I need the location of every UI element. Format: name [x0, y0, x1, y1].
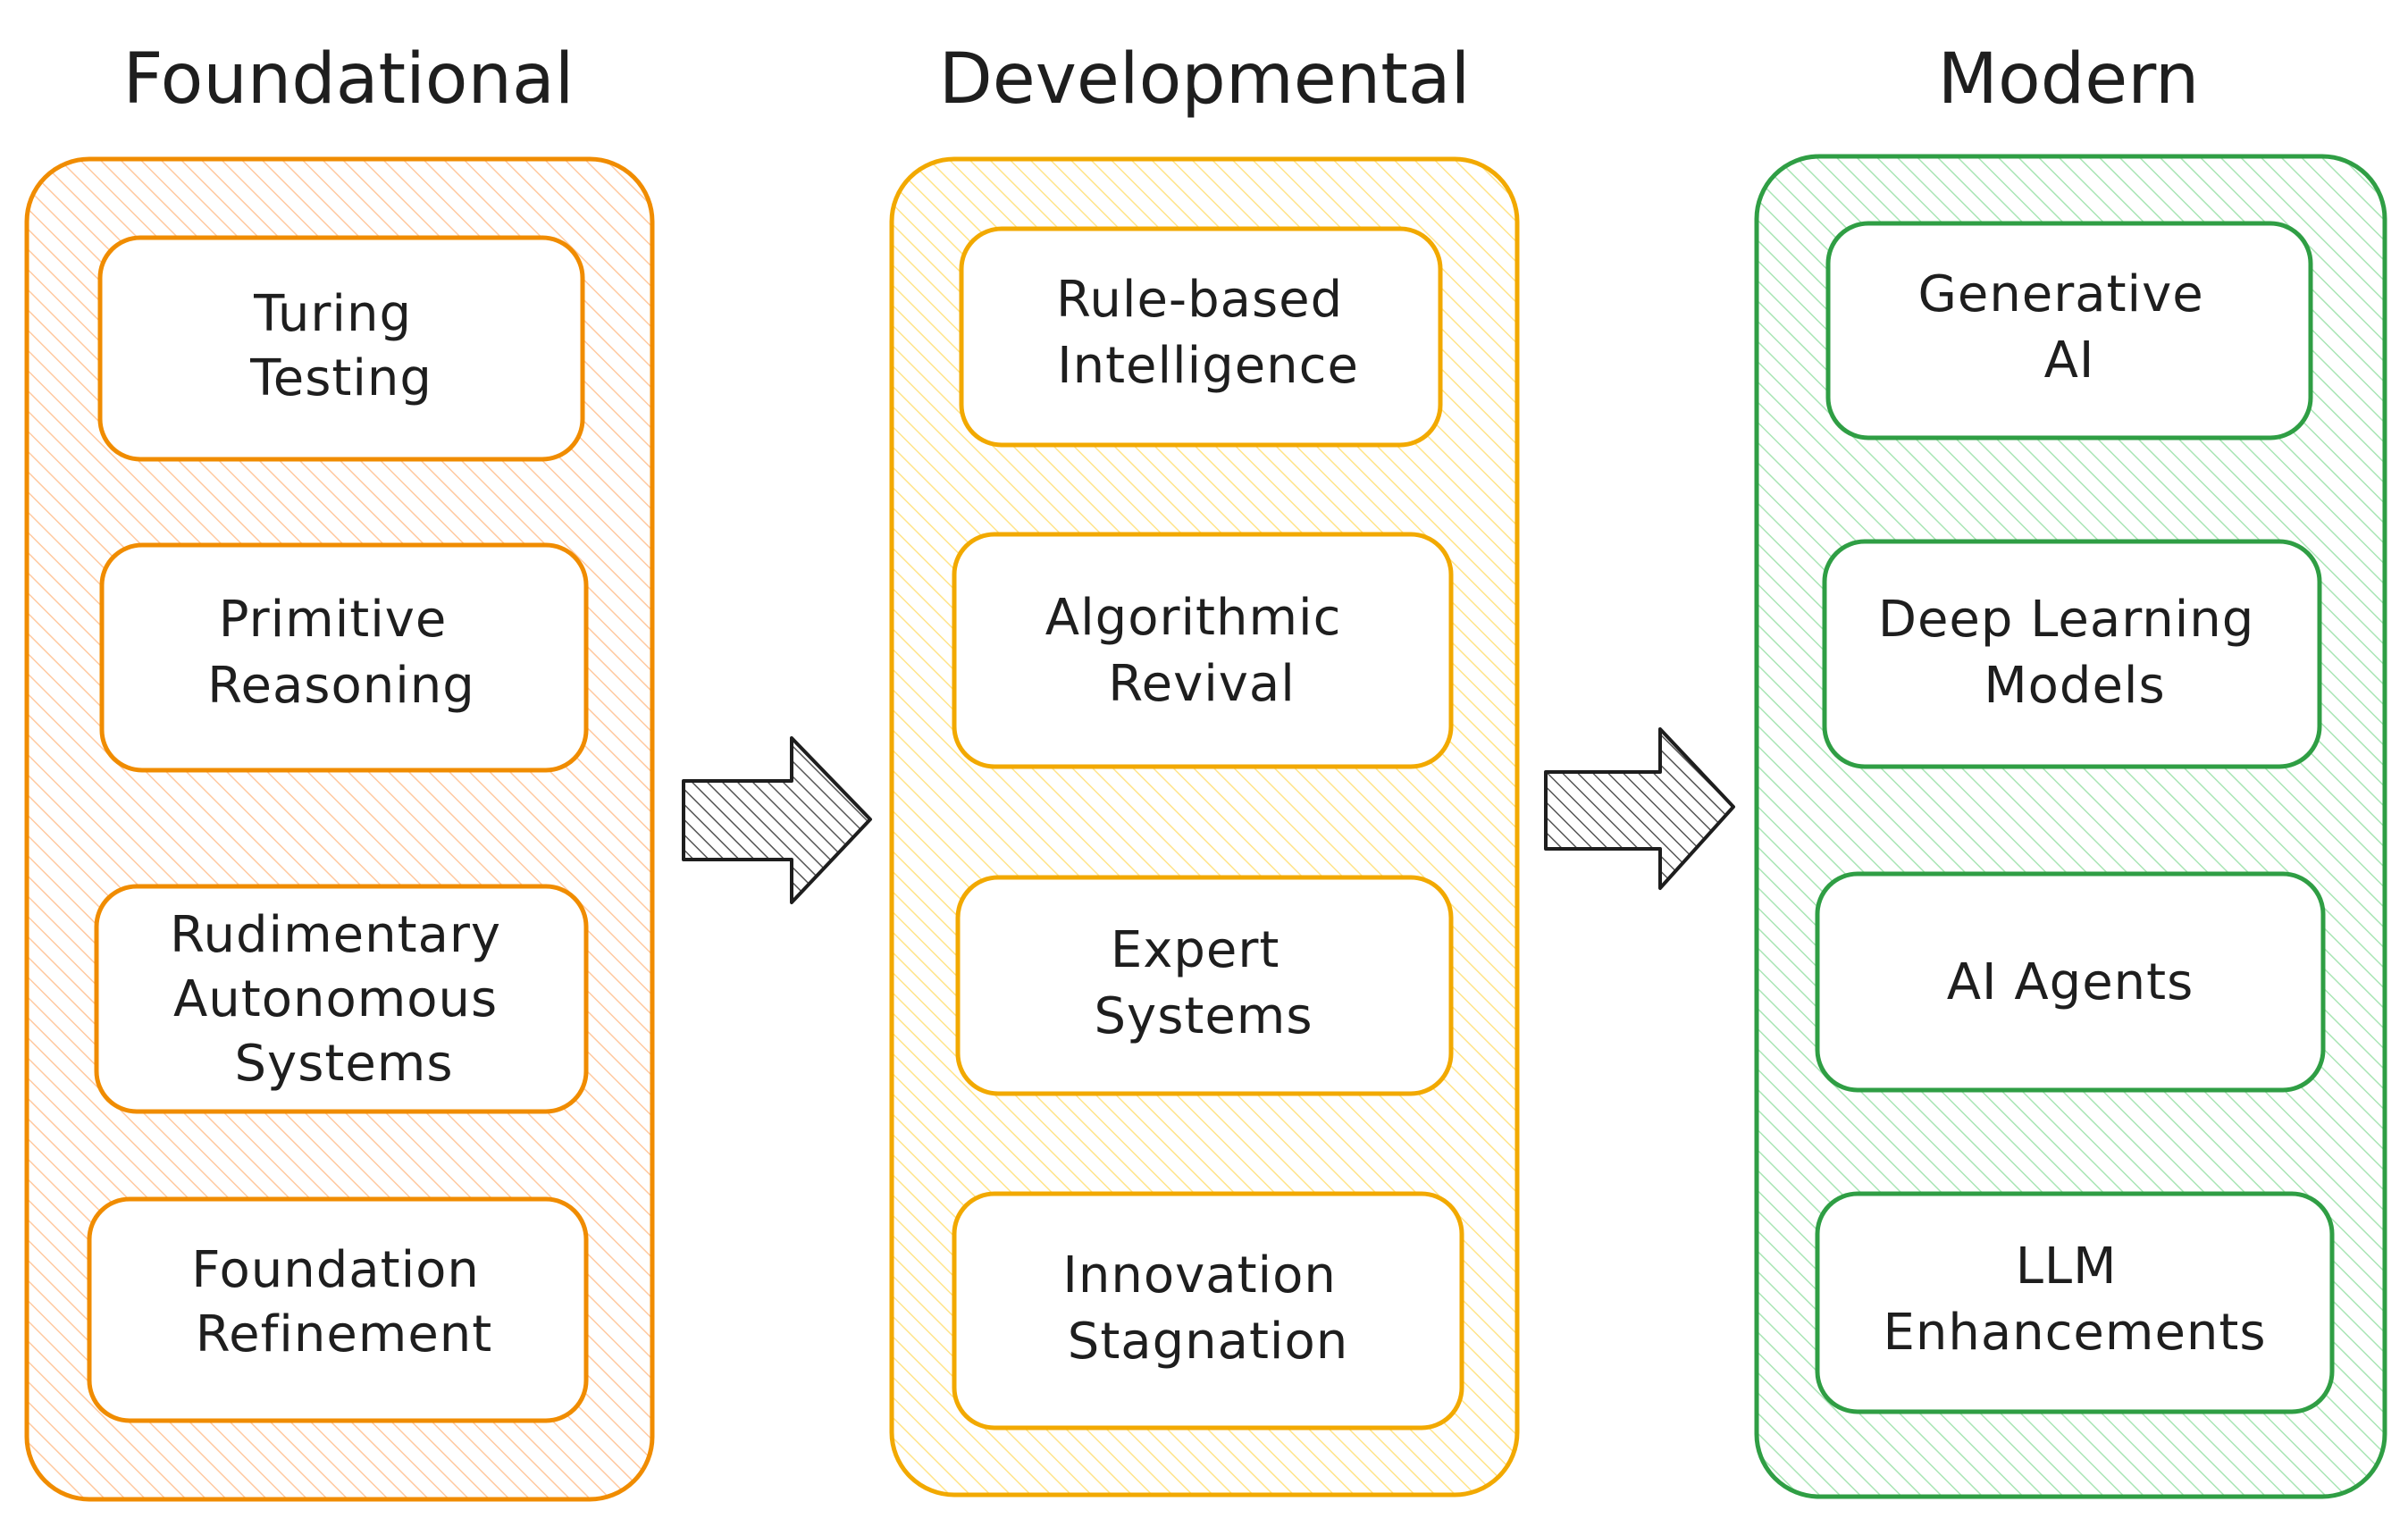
- card-line: AI: [2044, 331, 2095, 390]
- card-line: Systems: [235, 1035, 454, 1093]
- svg-text:Algorithmic Revival: Algorithmic Revival: [1045, 589, 1358, 713]
- svg-text:AI Agents: AI Agents: [1947, 953, 2194, 1011]
- stage-title-developmental: Developmental: [939, 39, 1471, 120]
- card-innovation-stagnation: Innovation Stagnation: [952, 1191, 1464, 1431]
- svg-text:LLM Enhancements: LLM Enhancements: [1883, 1238, 2266, 1362]
- svg-text:Foundation Refinement: Foundation Refinement: [191, 1241, 496, 1363]
- card-rule-based-intelligence: Rule-based Intelligence: [959, 226, 1443, 448]
- svg-text:Expert Systems: Expert Systems: [1095, 921, 1313, 1045]
- card-primitive-reasoning: Primitive Reasoning: [99, 542, 589, 773]
- card-foundation-refinement: Foundation Refinement: [87, 1196, 589, 1423]
- card-line: Models: [1984, 657, 2165, 715]
- card-line: Foundation: [191, 1241, 480, 1299]
- card-generative-ai: Generative AI: [1825, 221, 2313, 440]
- card-line: LLM: [2016, 1238, 2118, 1296]
- card-line: Deep Learning: [1878, 591, 2255, 649]
- card-line: Stagnation: [1068, 1313, 1348, 1371]
- card-line: Autonomous: [173, 970, 498, 1028]
- card-line: Expert: [1111, 921, 1280, 979]
- card-deep-learning-models: Deep Learning Models: [1822, 539, 2322, 769]
- svg-text:Rudimentary Autonomous: Rudimentary Autonomous Systems: [170, 906, 518, 1093]
- card-turing-testing: Turing Testing: [97, 235, 585, 462]
- stage-panel-foundational: [24, 156, 655, 1502]
- svg-text:Innovation Stagnation: Innovation Stagnation: [1062, 1246, 1353, 1371]
- stage-title-foundational: Foundational: [123, 39, 575, 120]
- svg-text:Primitive Reasoning: Primitive Reasoning: [207, 591, 475, 715]
- card-rudimentary-autonomous-systems: Rudimentary Autonomous Systems: [94, 884, 589, 1114]
- card-line: Reasoning: [207, 657, 475, 715]
- card-ai-agents: AI Agents: [1815, 871, 2326, 1093]
- stage-panel-developmental: [889, 156, 1520, 1498]
- card-line: Systems: [1095, 987, 1313, 1045]
- card-line: Refinement: [196, 1305, 493, 1363]
- svg-text:Deep Learning Models: Deep Learning Models: [1878, 591, 2271, 715]
- svg-text:Turing Testing: Turing Testing: [249, 285, 432, 407]
- card-algorithmic-revival: Algorithmic Revival: [952, 532, 1454, 769]
- card-line: Generative: [1917, 265, 2203, 323]
- card-expert-systems: Expert Systems: [955, 875, 1454, 1096]
- card-line: Turing: [253, 285, 412, 343]
- stage-title-modern: Modern: [1938, 39, 2200, 120]
- svg-text:Generative AI: Generative AI: [1917, 265, 2220, 390]
- card-line: Intelligence: [1057, 337, 1359, 395]
- card-llm-enhancements: LLM Enhancements: [1815, 1191, 2335, 1414]
- stage-modern: Modern Generative AI Deep Learning Model…: [1754, 39, 2387, 1499]
- stage-foundational: Foundational Turing Testing Primitive Re…: [24, 39, 655, 1502]
- svg-text:Rule-based Intelligenc: Rule-based Intelligence: [1056, 271, 1360, 395]
- card-line: Rudimentary: [170, 906, 501, 964]
- card-line: AI Agents: [1947, 953, 2194, 1011]
- stage-developmental: Developmental Rule-based Intelligence Al…: [889, 39, 1520, 1498]
- stage-panel-modern: [1754, 154, 2387, 1499]
- right-arrow-icon: [1544, 727, 1735, 890]
- card-line: Innovation: [1062, 1246, 1337, 1305]
- card-line: Rule-based: [1056, 271, 1343, 329]
- right-arrow-icon: [682, 736, 872, 904]
- card-line: Enhancements: [1883, 1304, 2266, 1362]
- card-line: Primitive: [219, 591, 448, 649]
- card-line: Revival: [1108, 655, 1296, 713]
- card-line: Algorithmic: [1045, 589, 1342, 647]
- card-line: Testing: [249, 349, 432, 407]
